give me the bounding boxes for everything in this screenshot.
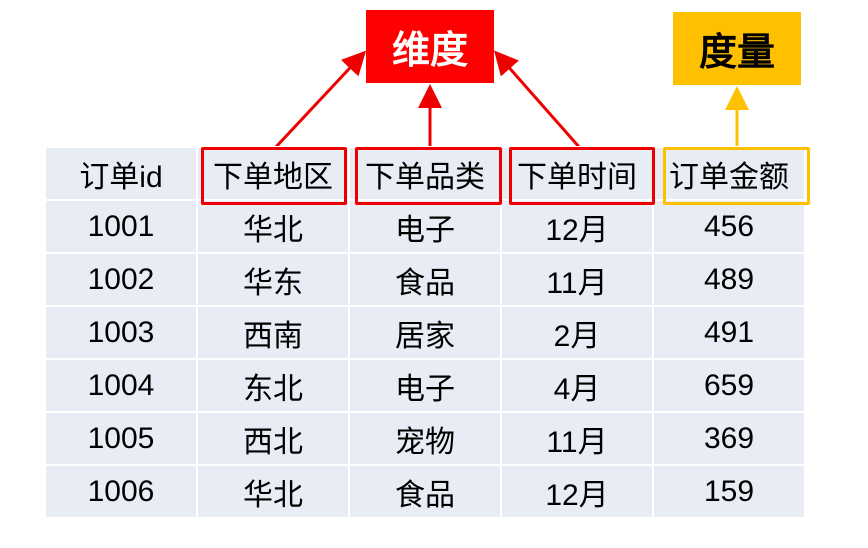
- cell: 1006: [44, 464, 198, 519]
- header-category: 下单品类: [348, 146, 502, 201]
- cell: 369: [652, 411, 806, 466]
- cell: 西北: [196, 411, 350, 466]
- arrow-region-to-dimension: [273, 50, 367, 150]
- cell: 电子: [348, 358, 502, 413]
- cell: 东北: [196, 358, 350, 413]
- cell: 宠物: [348, 411, 502, 466]
- cell: 1003: [44, 305, 198, 360]
- cell: 华东: [196, 252, 350, 307]
- measure-label: 度量: [673, 12, 801, 85]
- cell: 1004: [44, 358, 198, 413]
- header-amount: 订单金额: [652, 146, 806, 201]
- cell: 华北: [196, 464, 350, 519]
- cell: 居家: [348, 305, 502, 360]
- table-row: 1002 华东 食品 11月 489: [44, 252, 806, 307]
- cell: 华北: [196, 199, 350, 254]
- header-time: 下单时间: [500, 146, 654, 201]
- cell: 456: [652, 199, 806, 254]
- cell: 1001: [44, 199, 198, 254]
- cell: 491: [652, 305, 806, 360]
- cell: 159: [652, 464, 806, 519]
- cell: 4月: [500, 358, 654, 413]
- dimension-label: 维度: [366, 10, 494, 83]
- amount-highlight-box: [663, 147, 810, 205]
- category-highlight-box: [355, 147, 502, 205]
- cell: 12月: [500, 464, 654, 519]
- cell: 2月: [500, 305, 654, 360]
- cell: 12月: [500, 199, 654, 254]
- table-row: 1001 华北 电子 12月 456: [44, 199, 806, 254]
- header-order-id: 订单id: [44, 146, 198, 201]
- table-row: 1006 华北 食品 12月 159: [44, 464, 806, 519]
- time-highlight-box: [509, 147, 655, 205]
- cell: 11月: [500, 252, 654, 307]
- table-header-row: 订单id 下单地区 下单品类 下单时间 订单金额: [44, 146, 806, 201]
- cell: 1002: [44, 252, 198, 307]
- region-highlight-box: [201, 147, 347, 205]
- cell: 食品: [348, 464, 502, 519]
- cell: 西南: [196, 305, 350, 360]
- cell: 659: [652, 358, 806, 413]
- arrow-time-to-dimension: [494, 50, 582, 149]
- cell: 电子: [348, 199, 502, 254]
- table-row: 1003 西南 居家 2月 491: [44, 305, 806, 360]
- cell: 489: [652, 252, 806, 307]
- cell: 11月: [500, 411, 654, 466]
- cell: 1005: [44, 411, 198, 466]
- order-table: 订单id 下单地区 下单品类 下单时间 订单金额 1001 华北 电子 12月 …: [44, 146, 806, 519]
- table-row: 1004 东北 电子 4月 659: [44, 358, 806, 413]
- cell: 食品: [348, 252, 502, 307]
- table-row: 1005 西北 宠物 11月 369: [44, 411, 806, 466]
